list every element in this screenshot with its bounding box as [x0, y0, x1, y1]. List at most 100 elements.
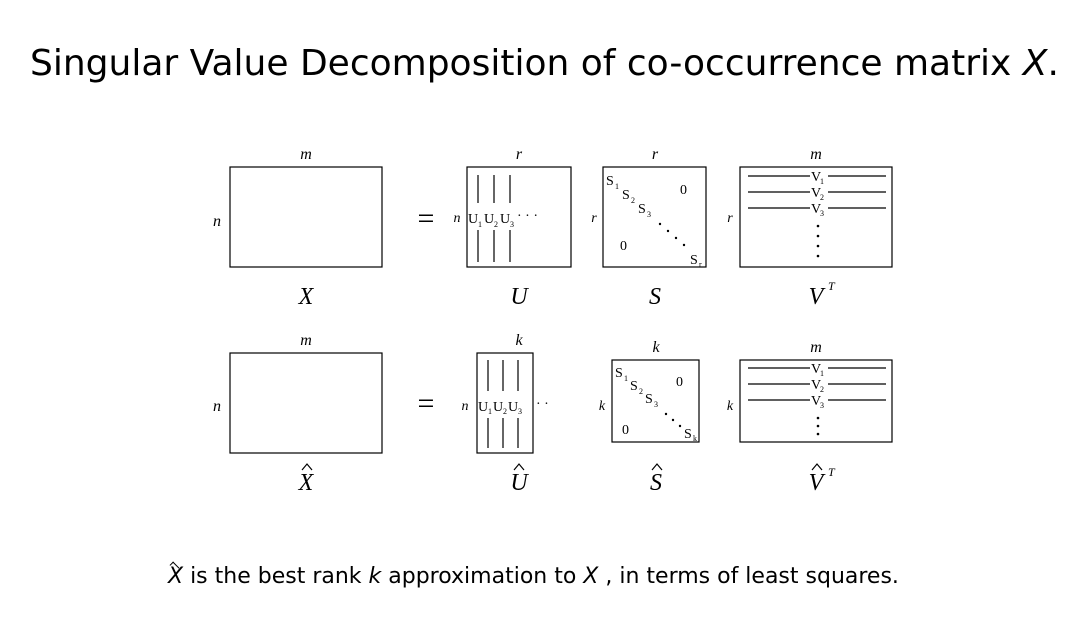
- xhat-rows-label: n: [213, 398, 221, 415]
- s-cols-label: r: [652, 146, 659, 163]
- x-matrix-label: X: [298, 284, 315, 310]
- u-cols-label: r: [516, 146, 523, 163]
- vhat-transpose-sup: T: [828, 465, 836, 479]
- caption-xhat: X: [168, 560, 183, 594]
- v-sub-2: 2: [820, 193, 824, 202]
- hat-accent: [811, 463, 823, 471]
- v-vector-1: V: [811, 170, 821, 185]
- v-dot: [816, 234, 820, 238]
- u-sub-3: 3: [510, 220, 514, 229]
- vhat-sub-3: 3: [820, 401, 824, 410]
- matrix-uhat-box: [476, 352, 534, 454]
- u-sub-1: 1: [478, 220, 482, 229]
- shat-sub-last: k: [693, 434, 697, 443]
- vhat-sub-1: 1: [820, 369, 824, 378]
- caption: X is the best rank k approximation to X …: [168, 560, 968, 594]
- matrix-vhat-box: [739, 359, 893, 443]
- u-vector-3: U: [500, 212, 510, 227]
- matrix-x-box: [229, 166, 383, 268]
- v-sub-3: 3: [820, 209, 824, 218]
- xhat-matrix-label: X: [298, 470, 315, 496]
- shat-diag-dot: [671, 418, 675, 422]
- v-cols-label: m: [810, 146, 822, 163]
- matrix-xhat-box: [229, 352, 383, 454]
- s-diag-2: S: [622, 188, 630, 203]
- vhat-matrix-label: V: [809, 470, 826, 496]
- matrix-shat-box: [611, 359, 700, 443]
- shat-zero-lower: 0: [622, 423, 629, 438]
- shat-rows-label: k: [599, 399, 606, 414]
- hat-accent: [651, 463, 663, 471]
- shat-diag-dot: [664, 412, 668, 416]
- vhat-cols-label: m: [810, 339, 822, 356]
- uhat-vector-1: U: [478, 400, 488, 415]
- u-rows-label: n: [454, 211, 461, 226]
- shat-diag-2: S: [630, 379, 638, 394]
- hat-accent: [301, 463, 313, 471]
- s-zero-lower: 0: [620, 239, 627, 254]
- v-transpose-sup: T: [828, 279, 836, 293]
- v-dot: [816, 224, 820, 228]
- uhat-sub-1: 1: [488, 407, 492, 416]
- matrix-u-box: [466, 166, 572, 268]
- s-sub-last: r: [699, 260, 702, 269]
- uhat-sub-3: 3: [518, 407, 522, 416]
- caption-k: k: [368, 564, 382, 589]
- s-rows-label: r: [591, 211, 597, 226]
- x-rows-label: n: [213, 213, 221, 230]
- v-rows-label: r: [727, 211, 733, 226]
- s-diag-dot: [682, 243, 686, 247]
- vhat-dot: [816, 432, 820, 436]
- shat-matrix-label: S: [650, 470, 662, 496]
- uhat-cols-label: k: [515, 332, 523, 349]
- s-diag-last: S: [690, 253, 698, 268]
- u-matrix-label: U: [510, 284, 529, 310]
- vhat-dot: [816, 424, 820, 428]
- shat-sub-3: 3: [654, 400, 658, 409]
- vhat-dot: [816, 416, 820, 420]
- s-diag-dot: [666, 229, 670, 233]
- v-dot: [816, 254, 820, 258]
- matrix-s-box: [602, 166, 707, 268]
- u-sub-2: 2: [494, 220, 498, 229]
- v-vector-3: V: [811, 202, 821, 217]
- shat-zero-upper: 0: [676, 375, 683, 390]
- s-zero-upper: 0: [680, 183, 687, 198]
- shat-cols-label: k: [652, 339, 660, 356]
- shat-diag-3: S: [645, 392, 653, 407]
- uhat-matrix-label: U: [510, 470, 529, 496]
- v-matrix-label: V: [809, 284, 826, 310]
- v-vector-2: V: [811, 186, 821, 201]
- uhat-rows-label: n: [462, 399, 469, 414]
- uhat-ellipsis: · ·: [536, 397, 549, 412]
- u-vector-2: U: [484, 212, 494, 227]
- vhat-sub-2: 2: [820, 385, 824, 394]
- caption-text-3: , in terms of least squares.: [598, 564, 899, 589]
- shat-diag-dot: [678, 424, 682, 428]
- caption-x: X: [583, 564, 599, 589]
- u-vector-1: U: [468, 212, 478, 227]
- s-diag-dot: [674, 236, 678, 240]
- caption-text-1: is the best rank: [183, 564, 369, 589]
- s-sub-2: 2: [631, 196, 635, 205]
- shat-diag-last: S: [684, 427, 692, 442]
- caption-text-2: approximation to: [381, 564, 584, 589]
- equals-sign: =: [418, 387, 435, 420]
- shat-sub-2: 2: [639, 387, 643, 396]
- s-sub-1: 1: [615, 182, 619, 191]
- v-dot: [816, 244, 820, 248]
- vhat-vector-1: V: [811, 362, 821, 377]
- vhat-rows-label: k: [727, 399, 734, 414]
- v-sub-1: 1: [820, 177, 824, 186]
- matrix-vt-box: [739, 166, 893, 268]
- uhat-vector-2: U: [493, 400, 503, 415]
- slide-title: Singular Value Decomposition of co-occur…: [30, 38, 1059, 90]
- uhat-vector-3: U: [508, 400, 518, 415]
- xhat-cols-label: m: [300, 332, 312, 349]
- s-diag-dot: [658, 222, 662, 226]
- s-diag-1: S: [606, 174, 614, 189]
- title-variable: X: [1022, 43, 1048, 84]
- x-cols-label: m: [300, 146, 312, 163]
- vhat-vector-2: V: [811, 378, 821, 393]
